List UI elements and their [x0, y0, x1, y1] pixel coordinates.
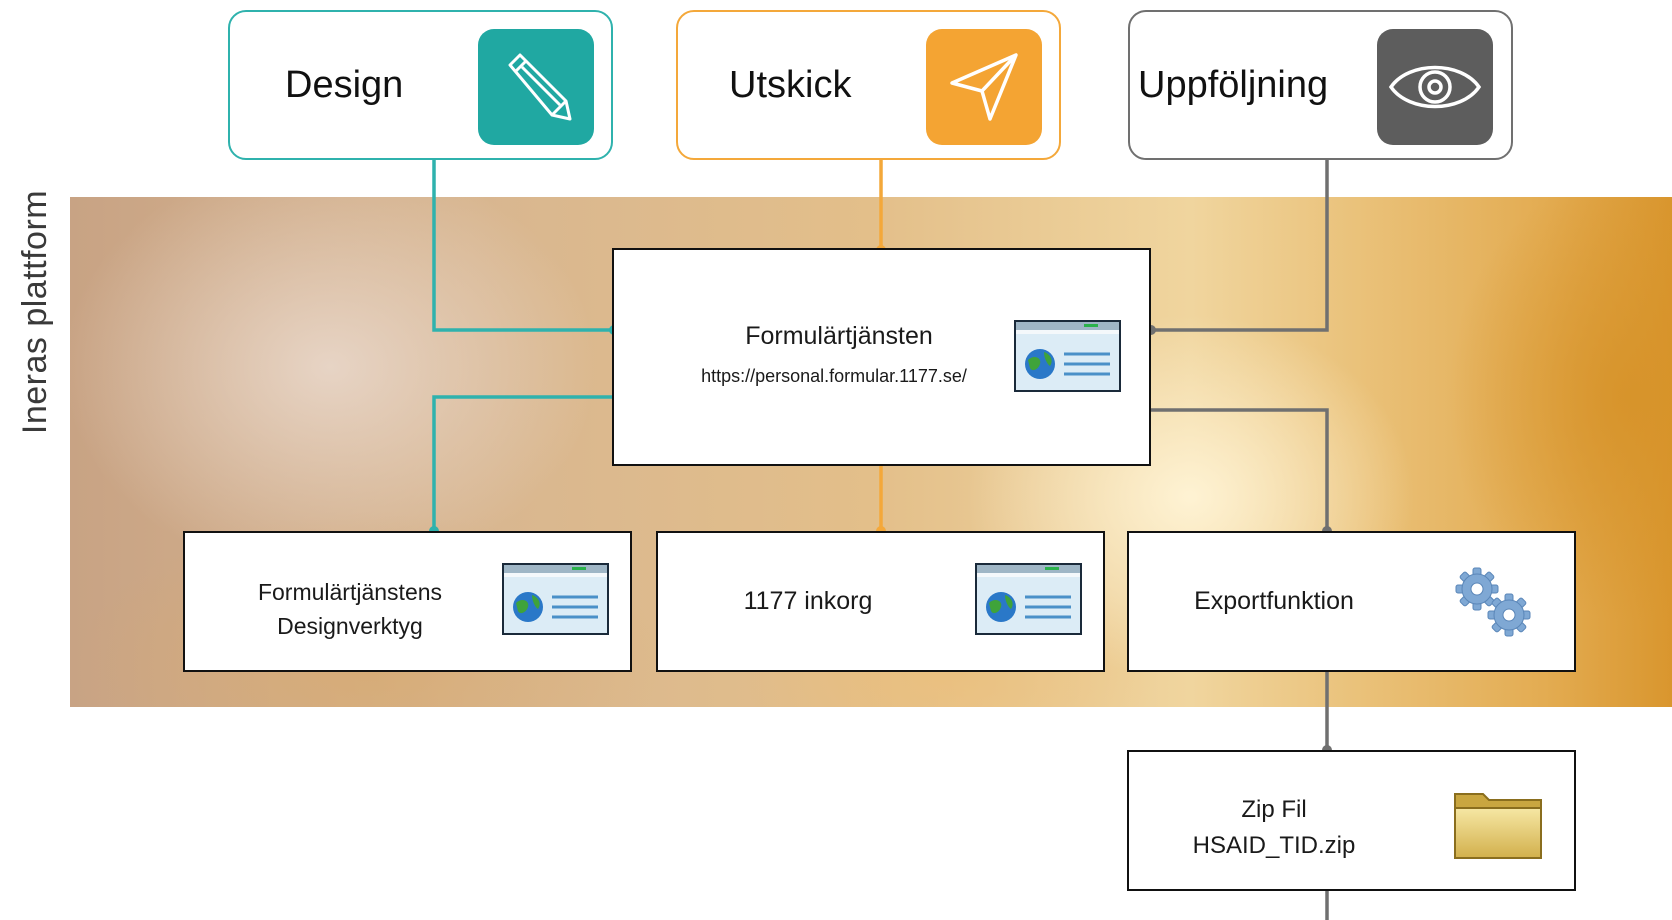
category-design-label: Design — [285, 64, 404, 106]
category-utskick: Utskick — [676, 10, 1061, 160]
node-formulartjansten: Formulärtjänsten https://personal.formul… — [612, 248, 1151, 466]
gears-icon — [1451, 565, 1535, 644]
browser-window-icon — [1014, 320, 1121, 392]
node-formulartjansten-title: Formulärtjänsten — [745, 322, 933, 350]
node-designverktyg-label: Formulärtjänstens Designverktyg — [205, 575, 495, 643]
node-1177-inkorg-label: 1177 inkorg — [743, 587, 873, 615]
folder-icon — [1453, 786, 1545, 867]
node-zip-fil-line2: HSAID_TID.zip — [1192, 832, 1356, 859]
node-exportfunktion: Exportfunktion — [1127, 531, 1576, 672]
node-designverktyg-line2: Designverktyg — [277, 613, 423, 639]
connector-design-to-main — [432, 160, 614, 332]
node-1177-inkorg: 1177 inkorg — [656, 531, 1105, 672]
node-designverktyg-line1: Formulärtjänstens — [257, 579, 443, 605]
connector-uppfoljning-to-main — [1151, 160, 1329, 332]
category-design: Design — [228, 10, 613, 160]
node-zip-fil-line1: Zip Fil — [1241, 796, 1307, 823]
category-uppfoljning-label: Uppföljning — [1138, 64, 1329, 106]
browser-window-icon — [975, 563, 1082, 635]
node-zip-fil: Zip Fil HSAID_TID.zip — [1127, 750, 1576, 891]
pencil-icon — [478, 29, 594, 145]
eye-icon — [1377, 29, 1493, 145]
connector-main-to-designtool — [432, 395, 614, 531]
paper-plane-icon — [926, 29, 1042, 145]
node-formulartjansten-url: https://personal.formular.1177.se/ — [701, 366, 967, 386]
node-designverktyg: Formulärtjänstens Designverktyg — [183, 531, 632, 672]
connector-main-to-export — [1151, 408, 1329, 531]
node-exportfunktion-label: Exportfunktion — [1194, 587, 1354, 615]
category-uppfoljning: Uppföljning — [1128, 10, 1513, 160]
node-zip-fil-label: Zip Fil HSAID_TID.zip — [1149, 792, 1399, 864]
category-utskick-label: Utskick — [729, 64, 852, 106]
browser-window-icon — [502, 563, 609, 635]
